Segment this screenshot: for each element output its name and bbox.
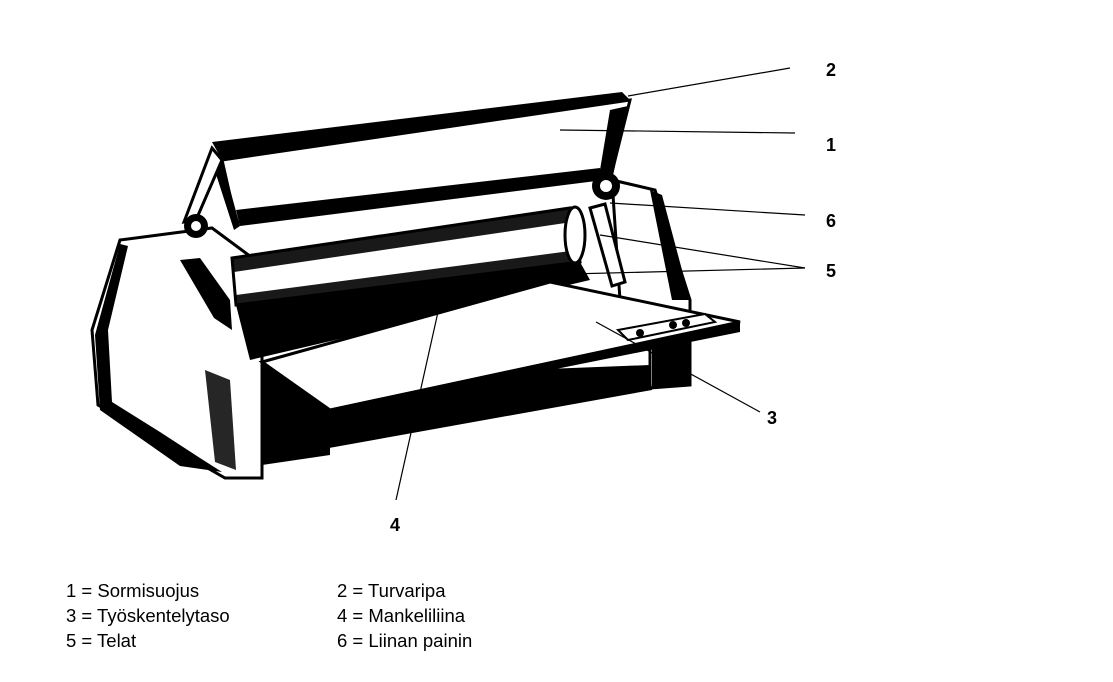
callout-2: 2 [826, 60, 837, 80]
legend-entry-5: 5 = Telat [66, 630, 137, 651]
legend-entry-3: 3 = Työskentelytaso [66, 605, 230, 626]
callout-4: 4 [390, 515, 401, 535]
leader-line-6 [609, 202, 806, 216]
callout-1: 1 [826, 135, 837, 155]
roller [230, 202, 627, 360]
callout-3: 3 [767, 408, 778, 428]
legend-entry-1: 1 = Sormisuojus [66, 580, 200, 601]
leader-line-1 [559, 129, 796, 134]
legend-row: 1 = Sormisuojus 2 = Turvaripa [66, 578, 586, 603]
leader-line-4 [395, 302, 441, 501]
leader-line-5a [599, 234, 806, 269]
legend: 1 = Sormisuojus 2 = Turvaripa 3 = Työske… [66, 578, 586, 653]
leader-line-3 [595, 321, 761, 413]
callout-6: 6 [826, 211, 837, 231]
callout-5: 5 [826, 261, 837, 281]
legend-entry-6: 6 = Liinan painin [337, 630, 473, 651]
legend-entry-2: 2 = Turvaripa [337, 580, 446, 601]
legend-entry-4: 4 = Mankeliliina [337, 605, 466, 626]
legend-row: 5 = Telat 6 = Liinan painin [66, 628, 586, 653]
finger-guard [181, 92, 632, 238]
leader-line-5b [569, 267, 806, 275]
legend-row: 3 = Työskentelytaso 4 = Mankeliliina [66, 603, 586, 628]
leader-lines [395, 67, 806, 501]
leader-line-2 [627, 67, 791, 97]
